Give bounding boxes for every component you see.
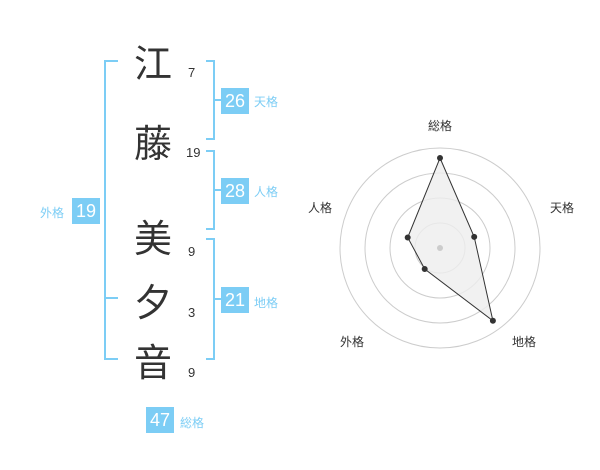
jinkaku-tick	[215, 189, 221, 191]
radar-ring-4	[339, 147, 541, 349]
jinkaku-label: 人格	[254, 185, 279, 199]
radar-point-3	[489, 317, 496, 324]
jinkaku-bracket	[206, 150, 215, 230]
stroke-count-1: 7	[188, 65, 196, 80]
name-char-3: 美	[133, 217, 172, 261]
gaikaku-bracket	[104, 60, 118, 360]
radar-series-polygon	[407, 156, 494, 323]
radar-axis-label-2: 天格	[550, 200, 574, 215]
radar-point-1	[437, 155, 443, 161]
chikaku-bracket	[206, 238, 215, 360]
radar-axis-label-1: 総格	[428, 118, 452, 133]
name-char-2: 藤	[133, 122, 172, 166]
chikaku-label: 地格	[254, 296, 279, 310]
radar-axis-label-3: 地格	[512, 334, 536, 349]
stroke-count-5: 9	[188, 365, 196, 380]
gaikaku-label: 外格	[40, 206, 65, 220]
chikaku-value-badge: 21	[221, 287, 249, 313]
name-char-1: 江	[133, 42, 172, 86]
radar-axis-label-4: 外格	[340, 334, 364, 349]
jinkaku-value-badge: 28	[221, 178, 249, 204]
tenkaku-value-badge: 26	[221, 88, 249, 114]
tenkaku-label: 天格	[254, 95, 279, 109]
soukaku-value-badge: 47	[146, 407, 174, 433]
radar-point-4	[421, 266, 428, 272]
radar-points	[404, 155, 496, 324]
gaikaku-value-badge: 19	[72, 198, 100, 224]
tenkaku-bracket	[206, 60, 215, 140]
gaikaku-divider-tick	[106, 297, 118, 299]
soukaku-label: 総格	[180, 416, 205, 430]
radar-center-dot	[437, 245, 443, 251]
stroke-count-2: 19	[186, 145, 201, 160]
radar-point-5	[404, 234, 411, 241]
chikaku-tick	[215, 298, 221, 300]
stroke-count-3: 9	[188, 244, 196, 259]
tenkaku-tick	[215, 99, 221, 101]
stroke-count-4: 3	[188, 305, 196, 320]
name-char-4: 夕	[133, 281, 172, 325]
name-char-5: 音	[133, 341, 172, 385]
radar-axis-label-5: 人格	[308, 200, 332, 215]
radar-point-2	[471, 233, 478, 240]
